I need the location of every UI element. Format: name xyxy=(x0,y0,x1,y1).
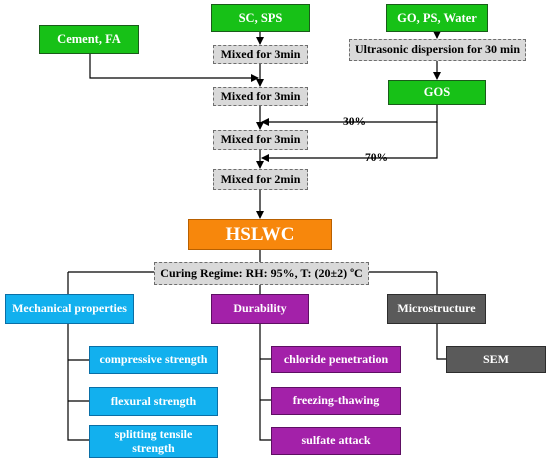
compressive-strength-box: compressive strength xyxy=(89,346,218,374)
flexural-strength-box: flexural strength xyxy=(89,387,218,416)
flexural-strength-label: flexural strength xyxy=(110,393,197,408)
gos-box: GOS xyxy=(388,80,486,105)
compressive-strength-label: compressive strength xyxy=(99,352,208,367)
percent-30-label: 30% xyxy=(343,116,366,128)
splitting-tensile-strength-box: splitting tensile strength xyxy=(89,425,218,458)
cement-fa-label: Cement, FA xyxy=(57,32,121,47)
chloride-penetration-box: chloride penetration xyxy=(271,346,401,373)
hslwc-box: HSLWC xyxy=(188,219,332,250)
curing-regime-label: Curing Regime: RH: 95%, T: (20±2) ºC xyxy=(160,265,363,280)
mix-step-3: Mixed for 3min xyxy=(213,130,308,150)
sc-sps-label: SC, SPS xyxy=(238,10,283,25)
sc-sps-box: SC, SPS xyxy=(211,4,310,32)
percent-70-label: 70% xyxy=(365,152,388,164)
gos-label: GOS xyxy=(423,85,451,100)
durability-label: Durability xyxy=(233,301,287,316)
durability-box: Durability xyxy=(211,294,309,324)
mix-step-4-label: Mixed for 2min xyxy=(220,171,301,186)
chloride-penetration-label: chloride penetration xyxy=(283,351,389,366)
go-ps-water-box: GO, PS, Water xyxy=(386,4,488,32)
go-ps-water-label: GO, PS, Water xyxy=(397,10,477,25)
hslwc-label: HSLWC xyxy=(225,223,295,245)
mix-step-1: Mixed for 3min xyxy=(213,45,308,64)
microstructure-box: Microstructure xyxy=(387,294,486,324)
mechanical-properties-box: Mechanical properties xyxy=(5,294,134,324)
mechanical-properties-label: Mechanical properties xyxy=(12,301,127,316)
mix-step-4: Mixed for 2min xyxy=(213,169,308,190)
sem-label: SEM xyxy=(482,351,509,366)
sulfate-attack-box: sulfate attack xyxy=(271,427,401,455)
curing-regime-box: Curing Regime: RH: 95%, T: (20±2) ºC xyxy=(154,262,369,285)
mix-step-1-label: Mixed for 3min xyxy=(220,46,301,61)
mix-step-2-label: Mixed for 3min xyxy=(220,88,301,103)
sulfate-attack-label: sulfate attack xyxy=(301,433,371,448)
freezing-thawing-label: freezing-thawing xyxy=(292,393,380,408)
sem-box: SEM xyxy=(446,346,546,373)
freezing-thawing-box: freezing-thawing xyxy=(271,387,401,415)
microstructure-label: Microstructure xyxy=(397,301,476,316)
mix-step-3-label: Mixed for 3min xyxy=(220,132,301,147)
cement-fa-box: Cement, FA xyxy=(39,25,139,54)
mix-step-2: Mixed for 3min xyxy=(213,87,308,106)
splitting-tensile-strength-label: splitting tensile strength xyxy=(114,426,193,455)
ultrasonic-step: Ultrasonic dispersion for 30 min xyxy=(349,39,526,61)
ultrasonic-label: Ultrasonic dispersion for 30 min xyxy=(354,42,521,57)
